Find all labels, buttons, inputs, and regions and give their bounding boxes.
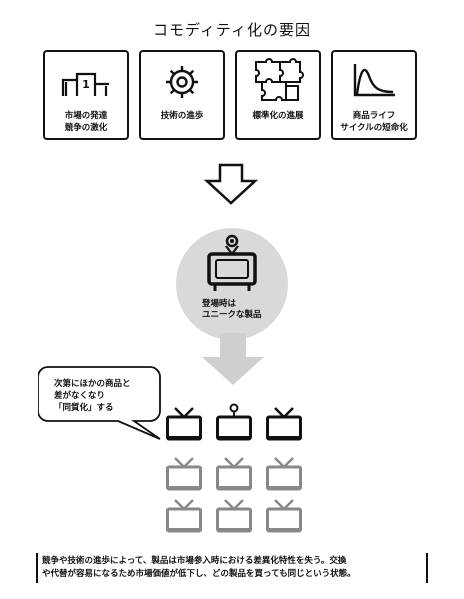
- lifecycle-curve-icon: [353, 64, 395, 97]
- podium-icon: 1: [61, 72, 109, 96]
- gray-down-arrow-icon: [202, 333, 264, 385]
- factor-label-lifecycle: 商品ライフ サイクルの短命化: [340, 111, 408, 133]
- tv-icon: [165, 498, 203, 533]
- tv-icon: [265, 498, 303, 533]
- factor-box-standardization: 標準化の進展: [235, 50, 321, 140]
- tv-icon: [165, 456, 203, 491]
- tv-icon: [265, 456, 303, 491]
- tv-icon: [265, 406, 303, 441]
- circle-caption: 登場時は ユニークな製品: [202, 299, 262, 320]
- unique-tv-icon: [207, 234, 257, 291]
- down-arrow-icon: [204, 163, 258, 205]
- factor-label-market: 市場の発達 競争の激化: [64, 111, 108, 133]
- tv-icon: [215, 498, 253, 533]
- speech-bubble: [38, 366, 161, 440]
- svg-text:1: 1: [82, 78, 90, 91]
- tv-unique-small-icon: [216, 403, 252, 441]
- tv-row-gray-1: [165, 456, 303, 491]
- tv-icon: [165, 406, 203, 441]
- tv-row-gray-2: [165, 498, 303, 533]
- puzzle-icon: [255, 58, 304, 101]
- tv-icon: [215, 456, 253, 491]
- factor-box-market: 1 市場の発達 競争の激化: [43, 50, 129, 140]
- gear-icon: [166, 66, 198, 98]
- factor-label-technology: 技術の進歩: [160, 111, 204, 121]
- diagram-title: コモディティ化の要因: [152, 21, 312, 39]
- factor-box-technology: 技術の進歩: [139, 50, 225, 140]
- bubble-caption: 次第にほかの商品と 差がなくなり 「同質化」する: [54, 379, 131, 413]
- footer-note: 競争や技術の進歩によって、製品は市場参入時における差異化特性を失う。交換 や代替…: [36, 553, 428, 583]
- factor-label-standardization: 標準化の進展: [252, 111, 304, 121]
- tv-row-black: [165, 403, 303, 441]
- factor-box-lifecycle: 商品ライフ サイクルの短命化: [331, 50, 417, 140]
